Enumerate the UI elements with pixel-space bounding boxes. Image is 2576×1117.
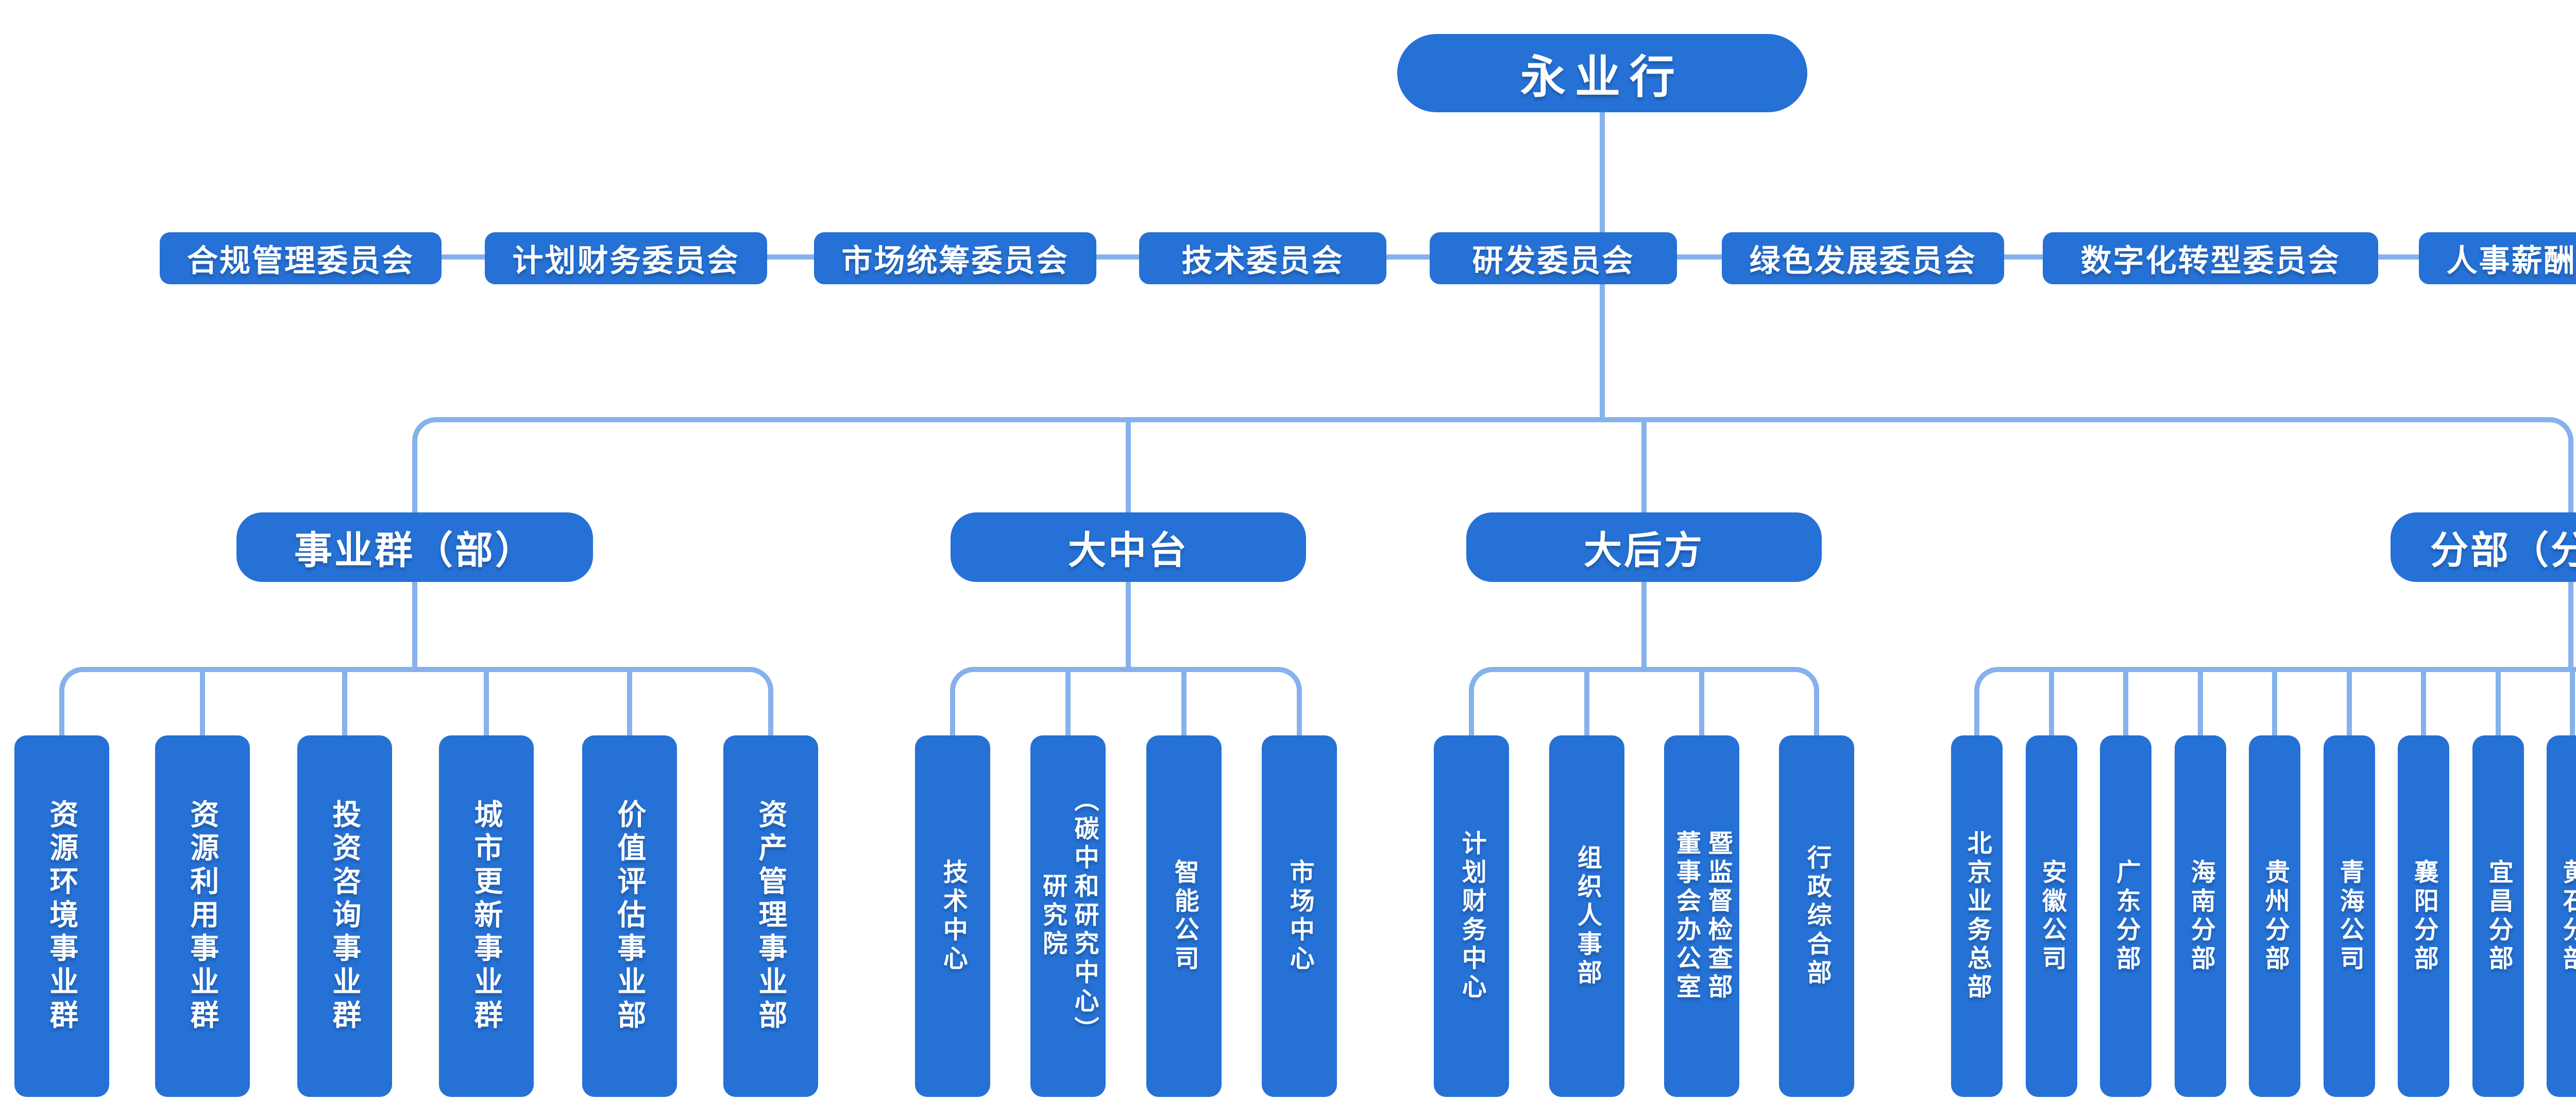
dept-node-3-4-label: 贵州分部 xyxy=(2261,858,2289,974)
dept-node-1-1: 研究院 （碳中和研究中心） xyxy=(1030,735,1106,1097)
committee-node-0-label: 合规管理委员会 xyxy=(187,244,414,278)
child-drop-line-3-5 xyxy=(2347,667,2352,735)
child-drop-line-1-2 xyxy=(1181,667,1187,735)
group-pill-0: 事业群（部） xyxy=(236,512,593,582)
child-drop-line-3-1 xyxy=(2049,667,2054,735)
dept-node-2-0-label: 计划财务中心 xyxy=(1458,830,1485,1003)
group-child-bus-0 xyxy=(59,667,773,735)
dept-node-3-8-label: 黄石分部 xyxy=(2558,858,2576,974)
tier2-drop-line xyxy=(1126,417,1131,512)
dept-node-3-2-label: 广东分部 xyxy=(2112,858,2140,974)
dept-node-3-1: 安徽公司 xyxy=(2026,735,2077,1097)
dept-node-1-3-label: 市场中心 xyxy=(1285,858,1313,974)
root-node-label: 永业行 xyxy=(1520,51,1684,102)
group-pill-1: 大中台 xyxy=(951,512,1306,582)
dept-node-2-1: 组织人事部 xyxy=(1549,735,1624,1097)
dept-node-1-3: 市场中心 xyxy=(1262,735,1337,1097)
dept-node-3-0: 北京业务总部 xyxy=(1951,735,2003,1097)
dept-node-2-3-label: 行政综合部 xyxy=(1803,844,1831,988)
dept-node-3-0-label: 北京业务总部 xyxy=(1963,830,1991,1003)
committee-node-4-label: 研发委员会 xyxy=(1472,244,1635,278)
committee-node-3: 技术委员会 xyxy=(1139,232,1386,284)
group-pill-3: 分部（分公司） xyxy=(2391,512,2576,582)
child-drop-line-0-4 xyxy=(627,667,632,735)
committee-node-3-label: 技术委员会 xyxy=(1181,244,1344,278)
committee-node-1-label: 计划财务委员会 xyxy=(512,244,740,278)
dept-node-3-4: 贵州分部 xyxy=(2249,735,2300,1097)
dept-node-3-2: 广东分部 xyxy=(2100,735,2151,1097)
committee-node-7: 人事薪酬委员会 xyxy=(2419,232,2576,284)
child-drop-line-0-1 xyxy=(200,667,205,735)
child-drop-line-3-4 xyxy=(2272,667,2277,735)
dept-node-0-5-label: 资产管理事业部 xyxy=(754,799,787,1034)
dept-node-3-3: 海南分部 xyxy=(2175,735,2226,1097)
child-drop-line-0-3 xyxy=(484,667,489,735)
dept-node-0-0-label: 资源环境事业群 xyxy=(45,799,78,1034)
dept-node-3-5: 青海公司 xyxy=(2324,735,2375,1097)
group-pill-2: 大后方 xyxy=(1466,512,1822,582)
dept-node-0-4-label: 价值评估事业部 xyxy=(613,799,646,1034)
group-stub-line-3 xyxy=(2568,581,2573,669)
dept-node-3-8: 黄石分部 xyxy=(2547,735,2576,1097)
dept-node-1-0: 技术中心 xyxy=(915,735,990,1097)
committee-node-6: 数字化转型委员会 xyxy=(2043,232,2378,284)
dept-node-3-6-label: 襄阳分部 xyxy=(2410,858,2437,974)
dept-node-0-2: 投资咨询事业群 xyxy=(297,735,392,1097)
dept-node-0-5: 资产管理事业部 xyxy=(723,735,818,1097)
child-drop-line-3-8 xyxy=(2570,667,2575,735)
committee-node-1: 计划财务委员会 xyxy=(485,232,767,284)
dept-node-0-4: 价值评估事业部 xyxy=(582,735,677,1097)
dept-node-1-2-label: 智能公司 xyxy=(1170,858,1198,974)
group-pill-3-label: 分部（分公司） xyxy=(2430,529,2576,572)
group-pill-1-label: 大中台 xyxy=(1068,529,1189,572)
dept-node-3-7-label: 宜昌分部 xyxy=(2484,858,2512,974)
child-drop-line-3-2 xyxy=(2123,667,2128,735)
group-stub-line-0 xyxy=(412,581,417,669)
dept-node-0-1-label: 资源利用事业群 xyxy=(186,799,219,1034)
group-pill-0-label: 事业群（部） xyxy=(294,529,535,572)
dept-node-0-3: 城市更新事业群 xyxy=(439,735,534,1097)
committee-node-6-label: 数字化转型委员会 xyxy=(2080,244,2341,278)
dept-node-2-0: 计划财务中心 xyxy=(1434,735,1509,1097)
dept-node-3-3-label: 海南分部 xyxy=(2187,858,2214,974)
dept-node-1-1-label: 研究院 （碳中和研究中心） xyxy=(1039,787,1098,1045)
dept-node-2-2: 董事会办公室 暨监督检查部 xyxy=(1664,735,1739,1097)
dept-node-3-5-label: 青海公司 xyxy=(2335,858,2363,974)
committee-node-2: 市场统筹委员会 xyxy=(814,232,1096,284)
dept-node-2-3: 行政综合部 xyxy=(1779,735,1854,1097)
committee-node-7-label: 人事薪酬委员会 xyxy=(2446,244,2576,278)
child-drop-line-3-3 xyxy=(2198,667,2203,735)
root-node: 永业行 xyxy=(1397,34,1807,112)
dept-node-2-1-label: 组织人事部 xyxy=(1573,844,1601,988)
dept-node-3-1-label: 安徽公司 xyxy=(2038,858,2065,974)
committee-node-5-label: 绿色发展委员会 xyxy=(1749,244,1977,278)
child-drop-line-2-1 xyxy=(1584,667,1589,735)
child-drop-line-3-7 xyxy=(2496,667,2501,735)
child-drop-line-2-2 xyxy=(1699,667,1704,735)
group-pill-2-label: 大后方 xyxy=(1584,529,1704,572)
child-drop-line-0-2 xyxy=(342,667,347,735)
dept-node-2-2-label: 董事会办公室 暨监督检查部 xyxy=(1672,830,1732,1003)
dept-node-1-2: 智能公司 xyxy=(1146,735,1222,1097)
dept-node-0-3-label: 城市更新事业群 xyxy=(470,799,503,1034)
child-drop-line-3-6 xyxy=(2421,667,2426,735)
child-drop-line-1-1 xyxy=(1065,667,1071,735)
committee-node-2-label: 市场统筹委员会 xyxy=(841,244,1069,278)
tier2-connector-bus xyxy=(412,417,2573,512)
dept-node-3-6: 襄阳分部 xyxy=(2398,735,2449,1097)
dept-node-0-0: 资源环境事业群 xyxy=(14,735,109,1097)
dept-node-1-0-label: 技术中心 xyxy=(939,858,967,974)
group-child-bus-2 xyxy=(1469,667,1819,735)
dept-node-3-7: 宜昌分部 xyxy=(2472,735,2524,1097)
group-child-bus-1 xyxy=(950,667,1302,735)
group-stub-line-2 xyxy=(1641,581,1647,669)
committee-node-4: 研发委员会 xyxy=(1430,232,1677,284)
dept-node-0-2-label: 投资咨询事业群 xyxy=(328,799,361,1034)
tier2-drop-line xyxy=(1641,417,1647,512)
committee-node-0: 合规管理委员会 xyxy=(160,232,442,284)
dept-node-0-1: 资源利用事业群 xyxy=(155,735,250,1097)
committee-node-5: 绿色发展委员会 xyxy=(1722,232,2004,284)
group-stub-line-1 xyxy=(1126,581,1131,669)
